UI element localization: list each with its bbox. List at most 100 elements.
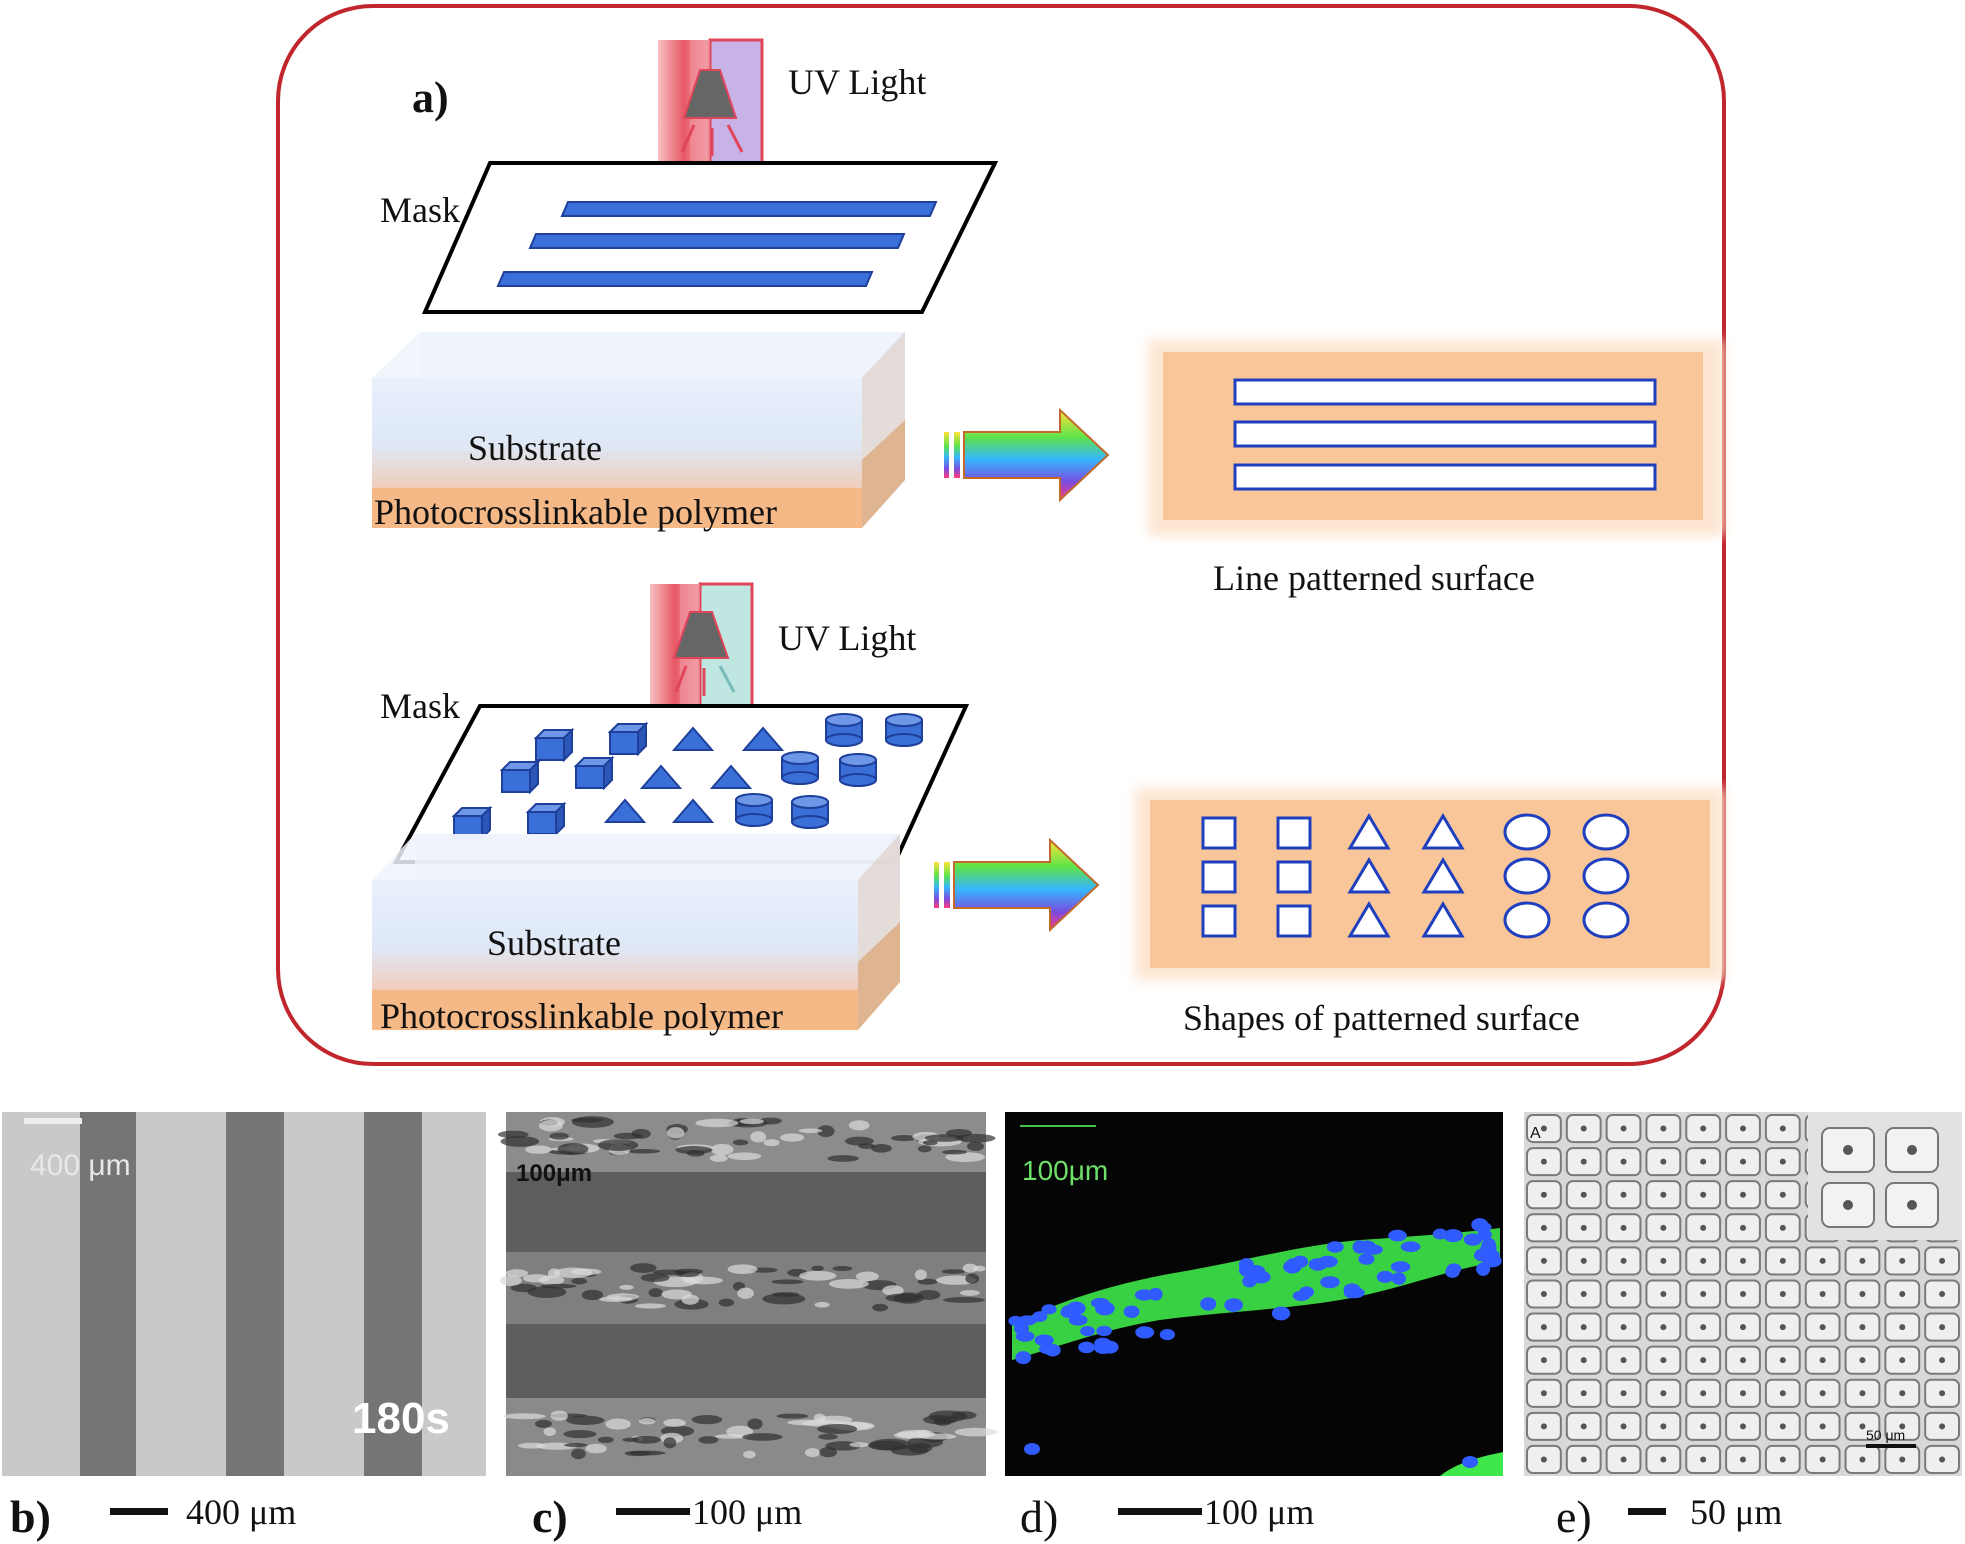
cell-texture	[750, 1131, 767, 1143]
micrograph-e-overlay-scale: 50 μm	[1866, 1427, 1905, 1443]
mask-circle-feature	[885, 713, 923, 747]
micro-well-cell	[1620, 1390, 1627, 1397]
micro-well-cell	[1859, 1390, 1866, 1397]
cell-texture	[726, 1425, 754, 1438]
micro-well-cell	[1620, 1125, 1627, 1132]
micro-well-cell	[1540, 1257, 1547, 1264]
cell-texture	[499, 1275, 522, 1286]
fluorescent-cell-band	[1012, 1228, 1500, 1360]
micro-well-cell	[1779, 1158, 1786, 1165]
cell-texture	[564, 1442, 588, 1448]
nucleus	[1060, 1306, 1076, 1318]
cell-texture	[630, 1263, 657, 1273]
nucleus	[1446, 1263, 1462, 1275]
micro-well-cell	[1907, 1145, 1917, 1155]
micro-well-cell	[1899, 1291, 1906, 1297]
micro-well-cell	[1740, 1224, 1746, 1231]
cell-texture	[732, 1139, 749, 1146]
micro-well-cell	[1700, 1357, 1707, 1364]
nucleus	[1317, 1255, 1338, 1268]
cell-texture	[638, 1418, 656, 1425]
cell-texture	[667, 1127, 685, 1139]
micro-well-cell	[1779, 1257, 1786, 1264]
nucleus	[1041, 1304, 1057, 1315]
micro-well-cell	[1700, 1456, 1707, 1463]
cell-texture	[818, 1433, 838, 1440]
cell-texture	[817, 1125, 835, 1138]
cell-texture	[686, 1149, 705, 1157]
micro-well-cell	[1740, 1125, 1746, 1132]
process-arrow-top	[944, 407, 1110, 503]
micro-well-cell	[1620, 1456, 1627, 1463]
substrate-block-bottom	[372, 834, 900, 1030]
cell-texture	[945, 1152, 985, 1163]
micrograph-d-scale-text: 100 μm	[1204, 1492, 1314, 1532]
cell-texture	[855, 1271, 879, 1282]
cell-texture	[553, 1267, 593, 1279]
pattern-circle	[1503, 901, 1551, 939]
cell-texture	[844, 1136, 874, 1146]
micrograph-d-overlay-scale: 100μm	[1022, 1155, 1108, 1186]
shapes-patterned-caption: Shapes of patterned surface	[1183, 998, 1580, 1038]
micro-well-cell	[1700, 1324, 1707, 1331]
cell-texture	[872, 1303, 888, 1312]
pattern-line	[1233, 420, 1657, 448]
cell-texture	[597, 1436, 614, 1444]
mask-circle-feature	[735, 793, 773, 827]
nucleus	[1376, 1270, 1394, 1283]
nucleus	[1343, 1287, 1359, 1299]
micro-well-cell	[1819, 1324, 1826, 1331]
cell-texture	[503, 1413, 546, 1420]
cell-texture	[942, 1149, 968, 1155]
micro-well-cell	[1580, 1125, 1587, 1132]
cell-texture	[776, 1413, 809, 1419]
line-patterned-caption: Line patterned surface	[1213, 558, 1535, 598]
micro-well-cell	[1779, 1291, 1786, 1297]
scale-bar-e	[1628, 1508, 1666, 1515]
cell-texture	[955, 1133, 996, 1143]
micro-well-cell	[1819, 1423, 1826, 1430]
cell-texture	[922, 1140, 938, 1146]
mask-triangle-feature	[709, 764, 753, 789]
micro-well-cell	[1899, 1357, 1906, 1364]
cell-texture	[624, 1450, 651, 1457]
pattern-square	[1201, 904, 1237, 938]
nucleus	[1400, 1241, 1421, 1252]
cell-texture	[759, 1117, 782, 1125]
scale-bar-d	[1118, 1508, 1202, 1515]
cell-texture	[849, 1442, 869, 1448]
micrograph-d-label: d)	[1020, 1491, 1058, 1542]
mask-line-feature	[528, 233, 906, 249]
pattern-triangle	[1421, 901, 1465, 938]
mask-label-top: Mask	[380, 190, 460, 230]
polymer-label-bottom: Photocrosslinkable polymer	[380, 996, 783, 1036]
micro-well-cell	[1620, 1324, 1627, 1331]
micro-well-cell	[1907, 1200, 1917, 1210]
micro-well-cell	[1660, 1158, 1667, 1165]
micro-well-cell	[1740, 1423, 1746, 1430]
micro-well-cell	[1700, 1390, 1707, 1397]
pattern-line	[1233, 378, 1657, 406]
micro-well-cell	[1740, 1291, 1746, 1297]
pattern-circle	[1582, 857, 1630, 895]
nucleus	[1134, 1289, 1154, 1301]
cell-texture	[917, 1145, 932, 1153]
nucleus	[1390, 1261, 1411, 1273]
micro-well-cell	[1540, 1390, 1547, 1397]
micro-well-cell	[1899, 1423, 1906, 1430]
cell-texture	[923, 1414, 958, 1425]
cell-texture	[828, 1278, 869, 1289]
micro-well-cell	[1819, 1257, 1826, 1264]
micro-well-cell	[1740, 1390, 1746, 1397]
substrate-label-bottom: Substrate	[487, 923, 621, 963]
cell-texture	[505, 1269, 529, 1278]
micro-well-cell	[1580, 1423, 1587, 1430]
cell-texture	[622, 1437, 639, 1442]
micro-well-cell	[1700, 1191, 1707, 1198]
cell-texture	[663, 1437, 677, 1449]
cell-texture	[817, 1424, 858, 1434]
micrograph-c-scale-text: 100 μm	[692, 1492, 802, 1532]
micro-well-cell	[1859, 1456, 1866, 1463]
mask-square-feature	[607, 721, 649, 757]
micrograph-e-scale-text: 50 μm	[1690, 1492, 1782, 1532]
